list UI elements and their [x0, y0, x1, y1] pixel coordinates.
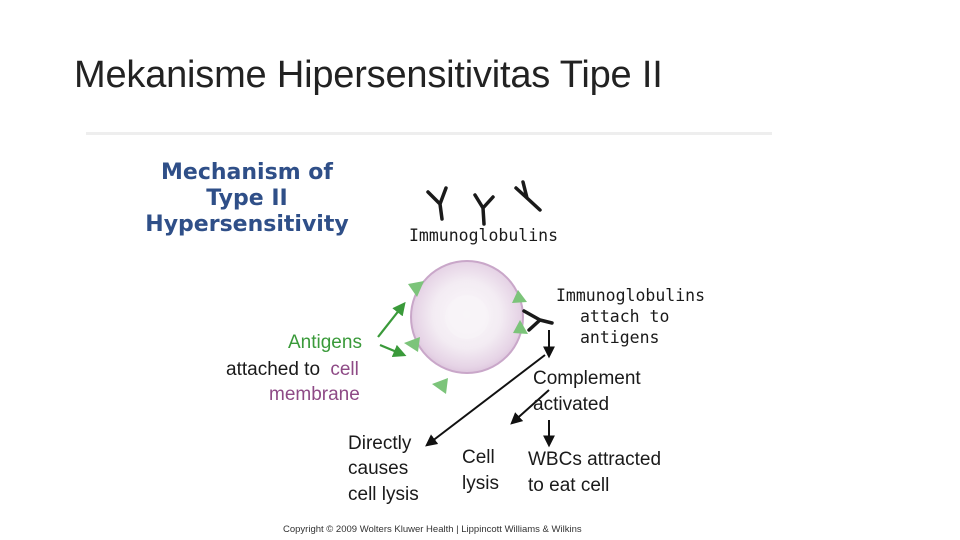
figure-heading-line-1: Mechanism of [161, 160, 333, 185]
cell-lysis-label-line-1: Cell [462, 447, 495, 468]
membrane-label: membrane [269, 384, 360, 405]
free-immunoglobulin-icon [514, 180, 542, 212]
attached-to-text: attached to [226, 359, 320, 380]
figure-heading-line-2: Type II [206, 186, 287, 211]
free-immunoglobulin-icon [473, 193, 495, 226]
directly-label-line-1: Directly [348, 433, 412, 454]
attached-to-cell-label: attached to cell [226, 359, 359, 380]
antigens-label: Antigens [288, 332, 362, 353]
attach-label-line-2: attach to [580, 307, 669, 326]
mechanism-arrows [425, 330, 555, 448]
attach-label-line-3: antigens [580, 328, 659, 347]
free-immunoglobulin-icon [426, 186, 448, 221]
copyright-text: Copyright © 2009 Wolters Kluwer Health |… [283, 524, 582, 535]
cell-lysis-label-line-2: lysis [462, 473, 499, 494]
cell-word: cell [330, 359, 359, 380]
complement-label-line-1: Complement [533, 368, 641, 389]
directly-label-line-3: cell lysis [348, 484, 419, 505]
attach-label-line-1: Immunoglobulins [556, 286, 705, 305]
complement-label-line-2: activated [533, 394, 609, 415]
figure-heading-line-3: Hypersensitivity [145, 212, 348, 237]
wbc-label-line-2: to eat cell [528, 475, 609, 496]
target-cell [410, 260, 524, 374]
antigen-icons [404, 281, 528, 394]
antigen-pointer-arrows [377, 301, 407, 358]
slide-title: Mekanisme Hipersensitivitas Tipe II [74, 54, 663, 96]
directly-label-line-2: causes [348, 458, 408, 479]
immunoglobulins-label: Immunoglobulins [409, 226, 558, 245]
bound-immunoglobulin-icon [522, 309, 554, 332]
wbc-label-line-1: WBCs attracted [528, 449, 661, 470]
figure-top-border [86, 132, 772, 135]
